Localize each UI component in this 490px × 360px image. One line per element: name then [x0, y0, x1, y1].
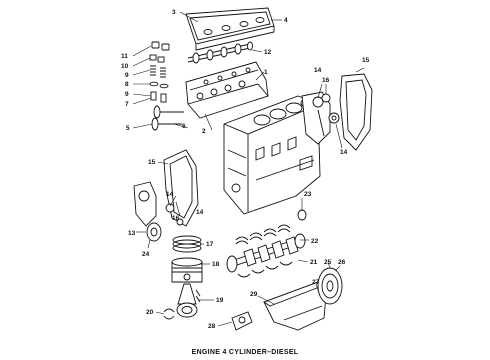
- callout-9-a: 9: [125, 72, 129, 79]
- valve-cover: [185, 7, 275, 51]
- rear-main-seal: [297, 209, 307, 221]
- callout-28: 28: [208, 323, 216, 330]
- callout-16-right: 16: [322, 77, 330, 84]
- callout-12: 12: [264, 49, 272, 56]
- callout-4: 4: [284, 17, 288, 24]
- callout-13: 13: [128, 230, 136, 237]
- callout-26: 26: [338, 259, 346, 266]
- callout-labels: 3 4 11 10 9 8 9 7 12 1 15 14 16 14 5 6 2…: [121, 9, 370, 330]
- callout-18: 18: [212, 261, 220, 268]
- callout-7: 7: [125, 101, 129, 108]
- cylinder-block: [223, 95, 321, 215]
- oil-pump: [231, 311, 253, 331]
- callout-10: 10: [121, 63, 129, 70]
- callout-16-left: 16: [172, 215, 180, 222]
- piston: [171, 257, 203, 283]
- callout-25: 25: [324, 259, 332, 266]
- callout-15-right: 15: [362, 57, 370, 64]
- rod-bearings: [163, 308, 175, 320]
- timing-belt-cover-left: [133, 149, 199, 242]
- callout-14-right-top: 14: [314, 67, 322, 74]
- callout-29: 29: [250, 291, 258, 298]
- callout-27: 27: [312, 279, 320, 286]
- crankshaft: [226, 233, 306, 273]
- callout-11: 11: [121, 53, 128, 60]
- flywheel: [317, 267, 343, 305]
- callout-1: 1: [264, 69, 268, 76]
- valves: [151, 105, 184, 131]
- callout-14-left-bottom: 14: [196, 209, 204, 216]
- callout-14-right-bottom: 14: [340, 149, 348, 156]
- callout-5: 5: [126, 125, 130, 132]
- callout-21: 21: [310, 259, 318, 266]
- camshaft: [187, 41, 253, 64]
- callout-14-left-top: 14: [166, 191, 174, 198]
- callout-17: 17: [206, 241, 214, 248]
- leader-lines: [132, 11, 365, 327]
- diagram-caption: ENGINE 4 CYLINDER–DIESEL: [191, 349, 299, 356]
- callout-15-left: 15: [148, 159, 156, 166]
- oil-pan: [263, 281, 327, 331]
- cylinder-head: [185, 61, 269, 119]
- callout-8: 8: [125, 81, 129, 88]
- callout-23: 23: [304, 191, 312, 198]
- main-bearings: [235, 224, 291, 245]
- callout-3: 3: [172, 9, 176, 16]
- valve-train-parts: [149, 41, 170, 103]
- callout-20: 20: [146, 309, 154, 316]
- callout-2: 2: [202, 128, 206, 135]
- callout-9-b: 9: [125, 91, 129, 98]
- callout-19: 19: [216, 297, 224, 304]
- connecting-rod: [176, 283, 201, 318]
- callout-22: 22: [311, 238, 319, 245]
- piston-rings: [172, 235, 202, 253]
- callout-24: 24: [142, 251, 150, 258]
- timing-cover-right: [301, 73, 373, 151]
- callout-6: 6: [182, 123, 186, 130]
- bearing-caps: [237, 261, 293, 278]
